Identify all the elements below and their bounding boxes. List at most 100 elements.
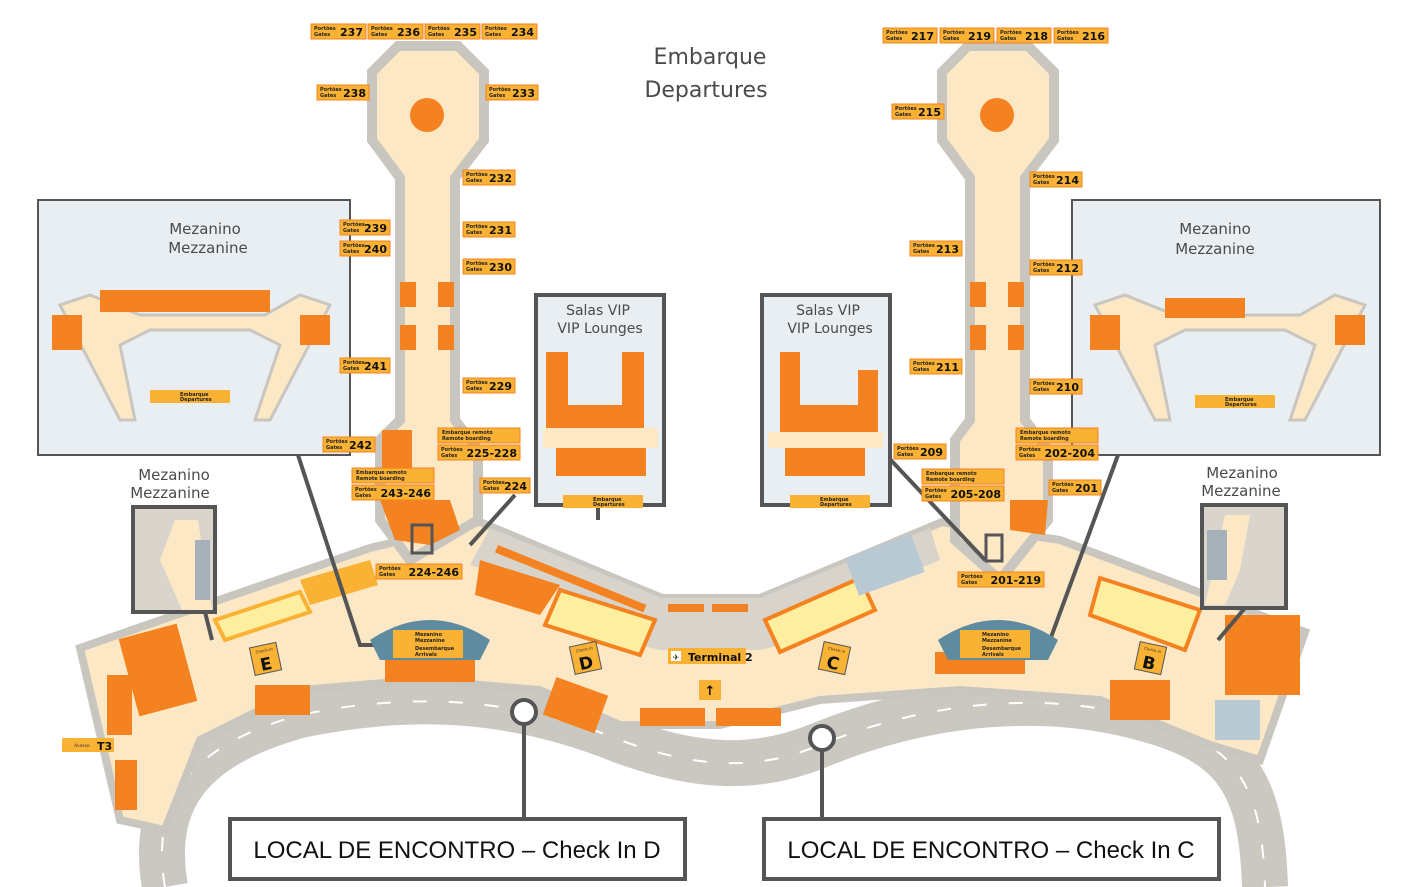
terminal-label: Terminal 2 [688, 651, 753, 664]
gate-number: 201 [1075, 482, 1098, 495]
meeting-point-c[interactable]: LOCAL DE ENCONTRO – Check In C [762, 724, 1221, 881]
pod-arrivals-label-en: Arrivals [982, 652, 1004, 658]
gate-word-en: Gates [466, 178, 482, 184]
gate-word-en: Gates [485, 32, 501, 38]
gate-word-pt: Portões [466, 172, 488, 178]
gate-word-en: Gates [913, 367, 929, 373]
gate-word-pt: Portões [466, 261, 488, 267]
vip-title-pt: Salas VIP [796, 303, 860, 319]
pod-arrivals-label: Desembarque [415, 646, 455, 652]
checkin-letter: D [577, 653, 595, 675]
mezzanine-title-pt: Mezanino [1179, 220, 1251, 238]
terminal-2-sign: ✈ Terminal 2 [668, 648, 753, 664]
gate-word-en: Gates [441, 453, 457, 459]
remote-boarding-en: Remote boarding [356, 476, 405, 482]
pod-mezzanine-label-en: Mezzanine [982, 638, 1012, 644]
gate-word-pt: Portões [1033, 174, 1055, 180]
gate-word-en: Gates [1033, 268, 1049, 274]
remote-boarding-pt: Embarque remoto [926, 471, 977, 477]
gate-word-en: Gates [886, 36, 902, 42]
gate-word-pt: Portões [1019, 447, 1041, 453]
pod-mezzanine-label: Mezanino [982, 632, 1009, 638]
gate-number: 224-246 [409, 566, 460, 579]
gate-word-pt: Portões [371, 26, 393, 32]
meeting-point-marker[interactable] [808, 724, 836, 752]
gate-number: 237 [340, 26, 363, 39]
gate-word-pt: Portões [355, 487, 377, 493]
gate-word-pt: Portões [326, 439, 348, 445]
gate-number: 202-204 [1045, 447, 1096, 460]
gate-word-pt: Portões [483, 480, 505, 486]
gate-word-en: Gates [925, 494, 941, 500]
gate-word-en: Gates [897, 452, 913, 458]
gate-number: 211 [936, 361, 959, 374]
gate-word-en: Gates [466, 230, 482, 236]
mezzanine-small-pt: Mezanino [138, 466, 210, 484]
mezzanine-small-en: Mezzanine [130, 484, 210, 502]
gate-number: 224 [504, 480, 527, 493]
gate-word-en: Gates [943, 36, 959, 42]
checkin-small-label: Check-in [575, 645, 594, 654]
gate-word-en: Gates [343, 228, 359, 234]
departures-pt: Embarque [593, 497, 622, 503]
departures-en: Departures [1225, 402, 1257, 408]
gate-number: 236 [397, 26, 420, 39]
pod-arrivals-label: Desembarque [982, 646, 1022, 652]
checkin-sign: Check-inE [248, 641, 283, 676]
t3-label: T3 [97, 740, 112, 753]
gate-word-en: Gates [1033, 387, 1049, 393]
gate-word-pt: Portões [897, 446, 919, 452]
gate-word-pt: Portões [961, 574, 983, 580]
gate-number: 218 [1025, 30, 1048, 43]
airplane-icon: ✈ [673, 653, 680, 662]
gate-number: 214 [1056, 174, 1079, 187]
gate-word-en: Gates [489, 93, 505, 99]
gate-number: 239 [364, 222, 387, 235]
terminal-building [75, 517, 1311, 835]
gate-word-en: Gates [355, 493, 371, 499]
meeting-point-marker[interactable] [510, 698, 538, 726]
vip-title-pt: Salas VIP [566, 303, 630, 319]
gate-word-en: Gates [343, 249, 359, 255]
t3-access-sign: Acesso T3 [62, 738, 114, 753]
gate-word-en: Gates [1033, 180, 1049, 186]
remote-boarding-en: Remote boarding [926, 477, 975, 483]
remote-boarding-en: Remote boarding [442, 436, 491, 442]
mezzanine-title-en: Mezzanine [1175, 240, 1255, 258]
gate-number: 243-246 [381, 487, 432, 500]
checkin-letter: C [825, 653, 841, 675]
checkin-sign: Check-inC [817, 641, 852, 676]
pod-right: Mezanino Mezzanine Desembarque Arrivals [938, 620, 1058, 660]
gate-number: 242 [349, 439, 372, 452]
meeting-point-d[interactable]: LOCAL DE ENCONTRO – Check In D [228, 698, 687, 881]
gate-word-en: Gates [895, 112, 911, 118]
gate-word-en: Gates [1019, 453, 1035, 459]
gate-number: 216 [1082, 30, 1105, 43]
checkin-letter: B [1140, 653, 1157, 675]
gate-number: 230 [489, 261, 512, 274]
checkin-small-label: Check-in [1144, 646, 1163, 655]
gate-word-en: Gates [343, 366, 359, 372]
vip-title-en: VIP Lounges [557, 321, 642, 337]
gate-number: 213 [936, 243, 959, 256]
gate-word-en: Gates [466, 386, 482, 392]
departures-pt: Embarque [180, 392, 209, 398]
gate-word-en: Gates [379, 572, 395, 578]
gate-number: 241 [364, 360, 387, 373]
gate-word-en: Gates [1052, 488, 1068, 494]
gate-word-pt: Portões [441, 447, 463, 453]
